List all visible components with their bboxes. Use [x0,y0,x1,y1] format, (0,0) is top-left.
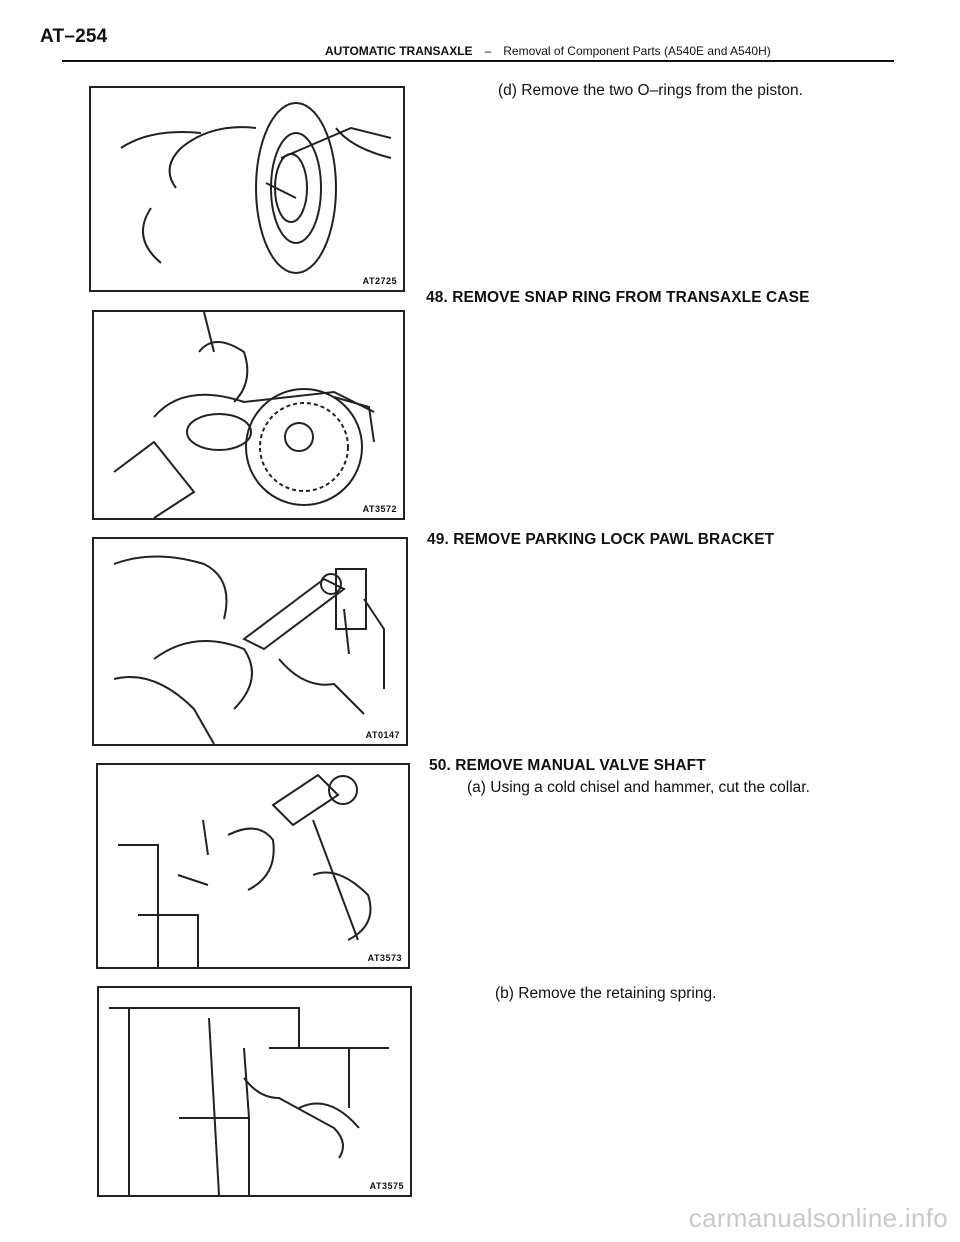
step-50a-text: (a) Using a cold chisel and hammer, cut … [467,779,810,796]
page-number: AT–254 [40,26,108,47]
figure-code: AT3572 [361,504,398,514]
header-separator: – [484,44,492,58]
figure-code: AT0147 [364,730,401,740]
snap-ring-illustration [113,312,375,518]
figure-snap-ring: AT3572 [92,310,405,520]
figure-code: AT3575 [368,1181,405,1191]
header-section: AUTOMATIC TRANSAXLE [325,44,473,58]
step-49-heading: 49. REMOVE PARKING LOCK PAWL BRACKET [427,531,775,548]
figure-chisel-hammer: AT3573 [96,763,410,969]
parking-lock-pawl-illustration [113,555,385,744]
step-47d-text: (d) Remove the two O–rings from the pist… [498,82,803,99]
header-rule [62,60,894,62]
step-50b-text: (b) Remove the retaining spring. [495,985,717,1002]
figure-retaining-spring: AT3575 [97,986,412,1197]
step-50-heading: 50. REMOVE MANUAL VALVE SHAFT [429,757,706,774]
watermark: carmanualsonline.info [688,1203,948,1233]
figure-code: AT2725 [361,276,398,286]
figure-code: AT3573 [366,953,403,963]
piston-oring-illustration [120,102,392,274]
figure-parking-lock-pawl: AT0147 [92,537,408,746]
header-subtitle: Removal of Component Parts (A540E and A5… [503,44,771,58]
chisel-hammer-illustration [118,773,372,967]
retaining-spring-illustration [109,1007,389,1195]
step-48-heading: 48. REMOVE SNAP RING FROM TRANSAXLE CASE [426,289,810,306]
figure-piston-orings: AT2725 [89,86,405,292]
running-header: AUTOMATIC TRANSAXLE–Removal of Component… [325,44,771,58]
